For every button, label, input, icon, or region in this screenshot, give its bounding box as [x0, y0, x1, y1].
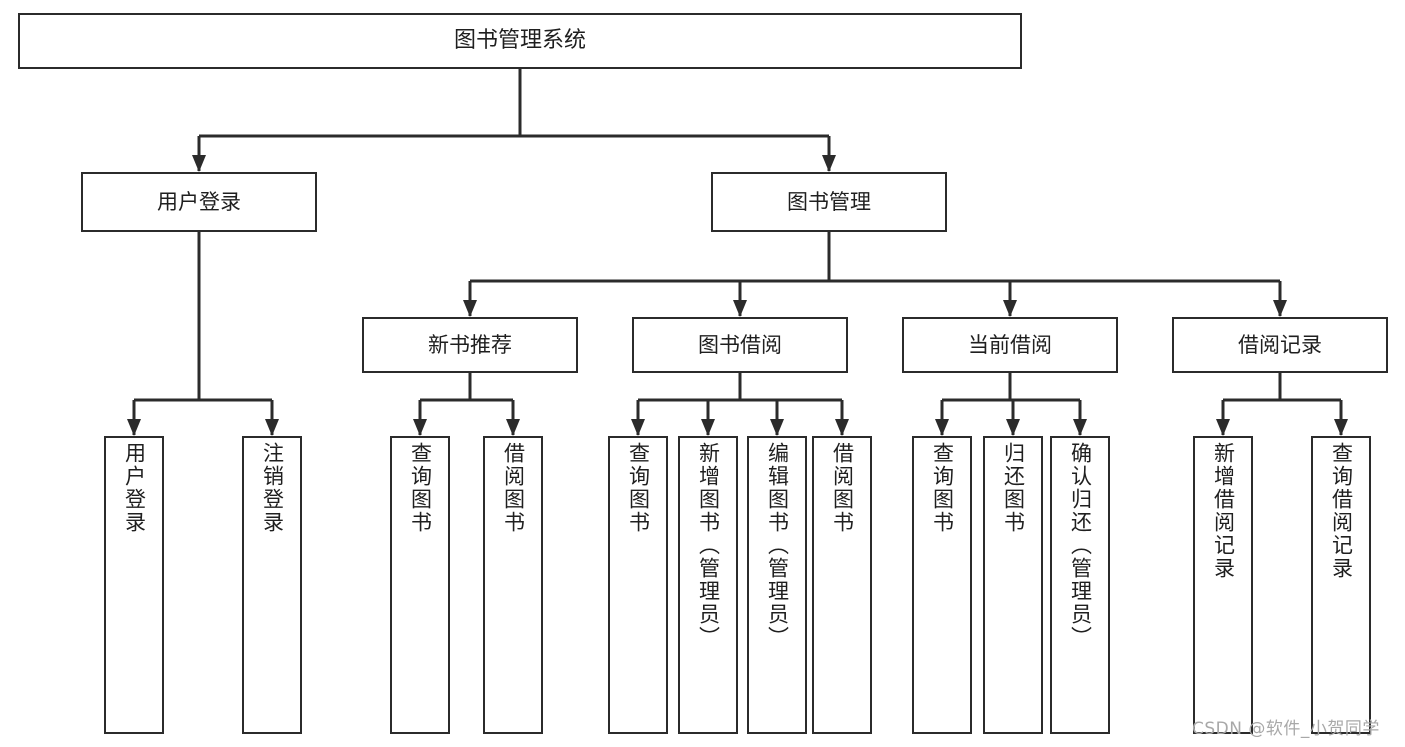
node-leaf-cb-query[interactable]: 查询图书 [912, 436, 972, 734]
node-leaf-cb-return[interactable]: 归还图书 [983, 436, 1043, 734]
arrowhead-icon [1006, 419, 1020, 436]
arrowhead-icon [631, 419, 645, 436]
node-leaf-rec-borrow[interactable]: 借阅图书 [483, 436, 543, 734]
node-label: 用户登录 [157, 189, 241, 214]
node-leaf-bb-query[interactable]: 查询图书 [608, 436, 668, 734]
arrowhead-icon [265, 419, 279, 436]
node-label: 借阅图书 [830, 442, 855, 534]
arrowhead-icon [822, 155, 836, 172]
arrowhead-icon [835, 419, 849, 436]
node-leaf-user-logout[interactable]: 注销登录 [242, 436, 302, 734]
node-label: 借阅记录 [1238, 332, 1322, 357]
node-label: 查询图书 [930, 442, 955, 534]
arrowhead-icon [733, 300, 747, 317]
node-leaf-bb-borrow[interactable]: 借阅图书 [812, 436, 872, 734]
arrowhead-icon [1334, 419, 1348, 436]
node-label: 用户登录 [122, 442, 147, 534]
arrowhead-icon [1003, 300, 1017, 317]
node-label: 图书管理 [787, 189, 871, 214]
node-label: 借阅图书 [501, 442, 526, 534]
node-user-login[interactable]: 用户登录 [81, 172, 317, 232]
node-label: 注销登录 [260, 442, 285, 534]
arrowhead-icon [127, 419, 141, 436]
arrowhead-icon [506, 419, 520, 436]
arrowhead-icon [1073, 419, 1087, 436]
node-label: 编辑图书（管理员） [765, 442, 790, 649]
arrowhead-icon [935, 419, 949, 436]
node-root[interactable]: 图书管理系统 [18, 13, 1022, 69]
node-label: 查询图书 [626, 442, 651, 534]
node-label: 归还图书 [1001, 442, 1026, 534]
node-leaf-br-add[interactable]: 新增借阅记录 [1193, 436, 1253, 734]
arrowhead-icon [413, 419, 427, 436]
node-label: 图书借阅 [698, 332, 782, 357]
node-label: 图书管理系统 [453, 28, 586, 54]
node-label: 查询图书 [408, 442, 433, 534]
node-leaf-user-login[interactable]: 用户登录 [104, 436, 164, 734]
node-label: 新书推荐 [428, 332, 512, 357]
node-label: 查询借阅记录 [1329, 442, 1354, 580]
node-leaf-br-query[interactable]: 查询借阅记录 [1311, 436, 1371, 734]
node-label: 当前借阅 [968, 332, 1052, 357]
node-leaf-rec-query[interactable]: 查询图书 [390, 436, 450, 734]
arrowhead-icon [463, 300, 477, 317]
node-borrow-record[interactable]: 借阅记录 [1172, 317, 1388, 373]
watermark-label: CSDN @软件_小贺同学 [1192, 719, 1380, 739]
node-label: 新增图书（管理员） [696, 442, 721, 649]
node-leaf-bb-add[interactable]: 新增图书（管理员） [678, 436, 738, 734]
arrowhead-icon [1273, 300, 1287, 317]
node-book-manage[interactable]: 图书管理 [711, 172, 947, 232]
arrowhead-icon [770, 419, 784, 436]
arrowhead-icon [1216, 419, 1230, 436]
node-label: 确认归还（管理员） [1068, 442, 1093, 649]
node-book-borrow[interactable]: 图书借阅 [632, 317, 848, 373]
arrowhead-icon [701, 419, 715, 436]
node-label: 新增借阅记录 [1211, 442, 1236, 580]
node-current-borrow[interactable]: 当前借阅 [902, 317, 1118, 373]
node-leaf-bb-edit[interactable]: 编辑图书（管理员） [747, 436, 807, 734]
arrowhead-icon [192, 155, 206, 172]
node-leaf-cb-confirm[interactable]: 确认归还（管理员） [1050, 436, 1110, 734]
node-new-book-rec[interactable]: 新书推荐 [362, 317, 578, 373]
